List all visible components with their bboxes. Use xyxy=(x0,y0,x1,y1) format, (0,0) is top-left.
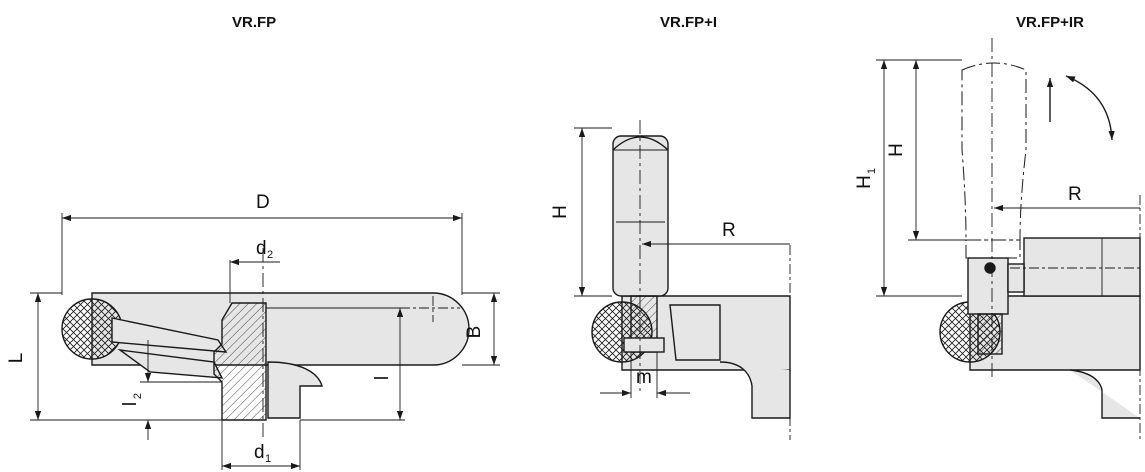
dim-m: m xyxy=(636,367,652,388)
svg-text:2: 2 xyxy=(132,393,144,399)
dim-h-mid: H xyxy=(550,205,571,219)
dim-d1: d 1 xyxy=(254,442,271,465)
svg-text:1: 1 xyxy=(265,453,271,465)
svg-text:d: d xyxy=(256,238,267,259)
title-vr-fp: VR.FP xyxy=(232,14,277,31)
handle-mid xyxy=(612,135,669,297)
dim-l2: l 2 xyxy=(120,393,144,406)
view-vr-fp-ir xyxy=(876,38,1141,440)
svg-text:d: d xyxy=(254,442,265,463)
dim-r-right: R xyxy=(1068,184,1082,205)
title-vr-fp-ir: VR.FP+IR xyxy=(1016,14,1084,31)
svg-text:1: 1 xyxy=(866,168,878,174)
title-vr-fp-i: VR.FP+I xyxy=(660,14,718,31)
view-vr-fp-i xyxy=(574,120,791,440)
dim-d2: d 2 xyxy=(256,238,273,261)
dim-r-mid: R xyxy=(722,220,736,241)
dim-small-l: l xyxy=(372,376,393,380)
dim-d: D xyxy=(256,192,270,213)
rotation-arrow xyxy=(1065,75,1115,141)
dim-l: L xyxy=(6,353,27,364)
dim-h1: H 1 xyxy=(854,168,878,189)
svg-text:l: l xyxy=(120,402,141,406)
hub-section xyxy=(213,302,267,421)
folding-handle xyxy=(961,62,1027,241)
svg-text:2: 2 xyxy=(267,249,273,261)
view-vr-fp xyxy=(30,213,500,470)
svg-text:H: H xyxy=(854,175,875,189)
dim-b: B xyxy=(464,326,485,339)
dim-h-right: H xyxy=(886,143,907,157)
lower-boss xyxy=(267,361,323,419)
